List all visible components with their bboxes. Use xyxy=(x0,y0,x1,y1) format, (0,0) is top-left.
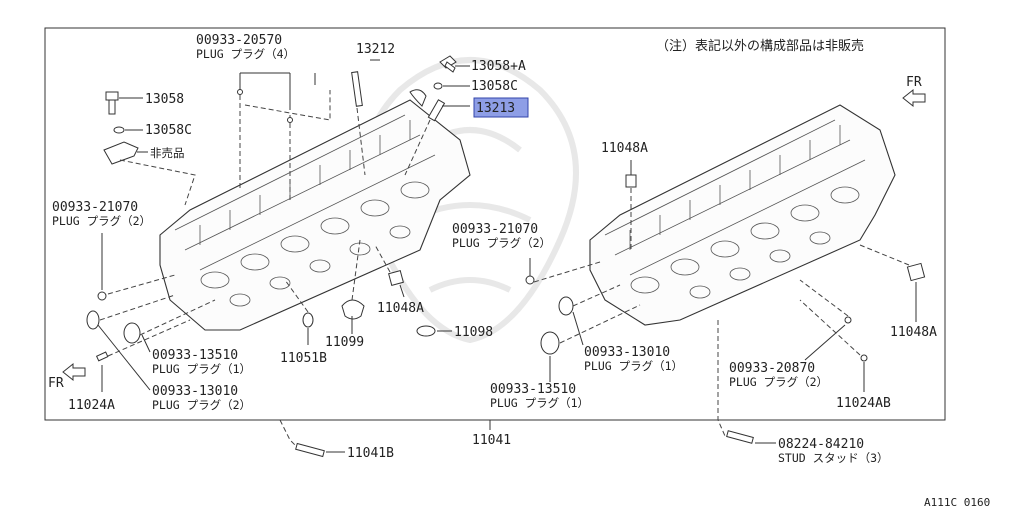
part-number[interactable]: 00933-20870 xyxy=(729,361,815,376)
dowel-icon[interactable] xyxy=(860,354,868,362)
seal-icon[interactable] xyxy=(625,174,637,188)
part-description: PLUG プラグ（4） xyxy=(196,47,295,61)
plug-icon[interactable] xyxy=(237,89,243,95)
washer-icon[interactable] xyxy=(113,126,125,134)
figure-code: A111C 0160 xyxy=(924,496,990,509)
part-number[interactable]: 00933-20570 xyxy=(196,33,282,48)
part-number[interactable]: 00933-13510 xyxy=(152,348,238,363)
part-number-highlighted[interactable]: 13213 xyxy=(476,101,515,116)
part-number[interactable]: 11041 xyxy=(472,433,511,448)
plug-icon[interactable] xyxy=(844,316,852,324)
plug-icon[interactable] xyxy=(525,275,535,285)
part-description: PLUG プラグ（2） xyxy=(729,375,828,389)
part-number[interactable]: 11041B xyxy=(347,446,394,461)
part-number[interactable]: 00933-21070 xyxy=(452,222,538,237)
bolt-icon[interactable] xyxy=(105,91,119,115)
left-cylinder-head[interactable] xyxy=(159,99,471,331)
plug-icon[interactable] xyxy=(287,117,293,123)
washer-icon[interactable] xyxy=(433,82,443,90)
dowel-icon[interactable] xyxy=(95,351,109,362)
part-number[interactable]: 11098 xyxy=(454,325,493,340)
part-description: STUD スタッド（3） xyxy=(778,451,889,465)
plug-icon[interactable] xyxy=(123,322,141,344)
part-number[interactable]: 11048A xyxy=(377,301,424,316)
stud-icon[interactable] xyxy=(295,442,325,458)
part-description: PLUG プラグ（1） xyxy=(152,362,251,376)
part-number[interactable]: 11024AB xyxy=(836,396,891,411)
not-for-sale-label: 非売品 xyxy=(150,146,185,160)
part-number[interactable]: 11048A xyxy=(601,141,648,156)
bracket-icon[interactable] xyxy=(103,141,139,165)
part-description: PLUG プラグ（1） xyxy=(584,359,683,373)
plug-icon[interactable] xyxy=(86,310,100,330)
part-13213-highlight xyxy=(473,97,529,118)
seal-icon[interactable] xyxy=(388,270,404,286)
part-number[interactable]: 08224-84210 xyxy=(778,437,864,452)
part-description: PLUG プラグ（2） xyxy=(52,214,151,228)
front-label-right: FR xyxy=(906,75,922,90)
note-text: （注）表記以外の構成部品は非販売 xyxy=(656,38,864,54)
part-number[interactable]: 00933-13510 xyxy=(490,382,576,397)
front-arrow-icon xyxy=(62,362,86,382)
part-number[interactable]: 13058C xyxy=(471,79,518,94)
seal-icon[interactable] xyxy=(302,312,314,328)
dowel-pin-icon[interactable] xyxy=(351,71,363,107)
plug-icon[interactable] xyxy=(97,291,107,301)
part-number[interactable]: 00933-21070 xyxy=(52,200,138,215)
part-number[interactable]: 11048A xyxy=(890,325,937,340)
gasket-icon[interactable] xyxy=(416,325,436,337)
part-number[interactable]: 00933-13010 xyxy=(152,384,238,399)
part-number[interactable]: 13212 xyxy=(356,42,395,57)
part-description: PLUG プラグ（2） xyxy=(152,398,251,412)
part-description: PLUG プラグ（2） xyxy=(452,236,551,250)
seal-icon[interactable] xyxy=(906,262,926,282)
part-description: PLUG プラグ（1） xyxy=(490,396,589,410)
plug-icon[interactable] xyxy=(540,331,560,355)
part-number[interactable]: 13058C xyxy=(145,123,192,138)
sleeve-icon[interactable] xyxy=(427,99,446,122)
part-number[interactable]: 13058+A xyxy=(471,59,526,74)
stud-icon[interactable] xyxy=(726,430,754,444)
front-label-left: FR xyxy=(48,376,64,391)
right-cylinder-head[interactable] xyxy=(589,104,896,326)
part-number[interactable]: 13058 xyxy=(145,92,184,107)
bolt-icon[interactable] xyxy=(439,55,457,73)
diagram-frame xyxy=(44,27,946,421)
part-number[interactable]: 00933-13010 xyxy=(584,345,670,360)
plug-icon[interactable] xyxy=(558,296,574,316)
front-arrow-icon xyxy=(902,88,926,108)
part-number[interactable]: 11024A xyxy=(68,398,115,413)
part-number[interactable]: 11051B xyxy=(280,351,327,366)
cap-icon[interactable] xyxy=(341,299,365,320)
part-number[interactable]: 11099 xyxy=(325,335,364,350)
